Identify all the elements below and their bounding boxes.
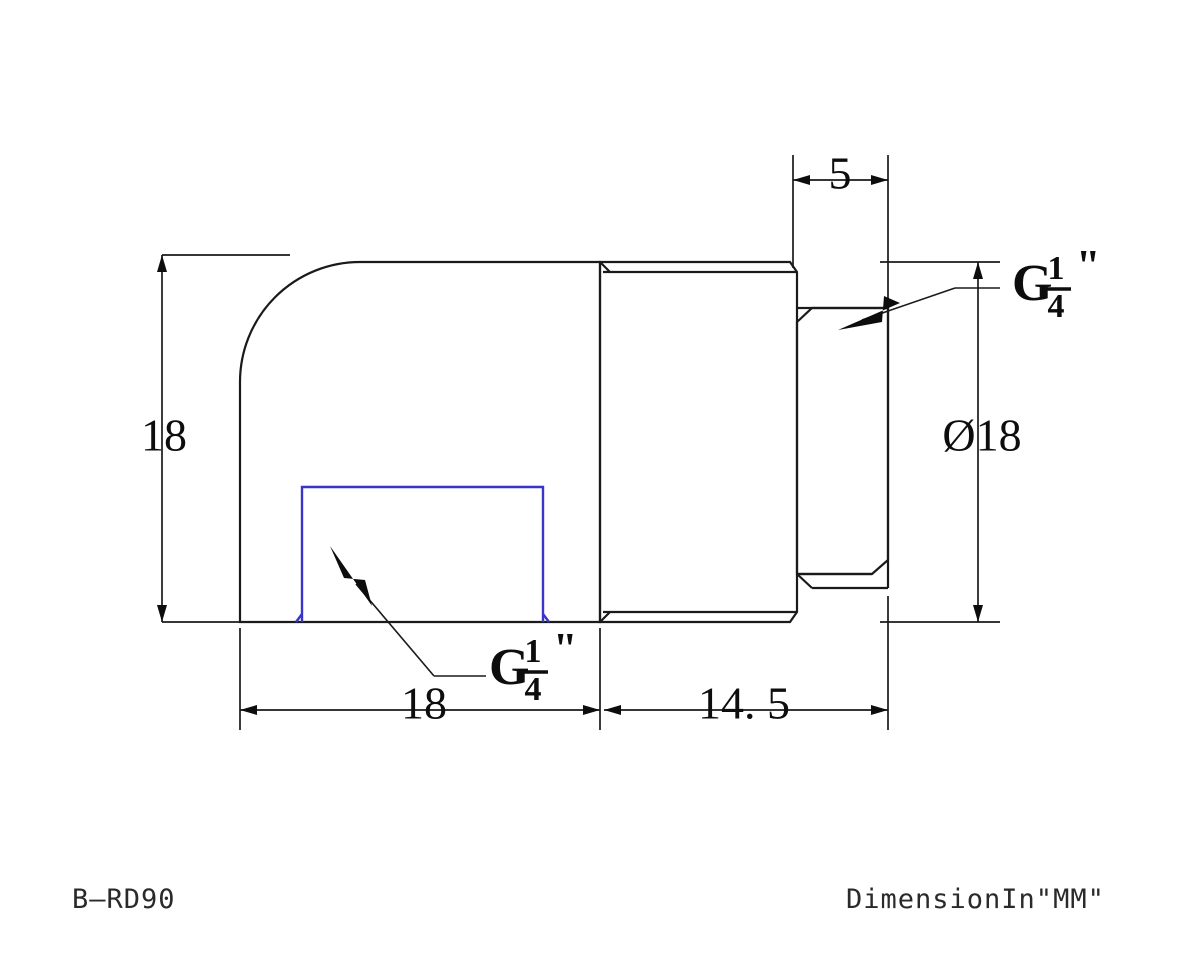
thread-label-bottom-denominator: 4 (525, 671, 542, 708)
internal-thread-bore (300, 485, 545, 622)
thread-label-bottom-numerator: 1 (525, 633, 542, 670)
leader-arrow-top (838, 296, 900, 330)
arrow-bottom-left-start (240, 705, 257, 715)
thread-label-bottom-prime: " (553, 624, 577, 673)
arrow-bottom-right-end (871, 705, 888, 715)
threaded-nipple-outline (795, 306, 890, 576)
arrow-top-left (793, 175, 810, 185)
arrow-right-bottom (973, 605, 983, 622)
hex-section-outline (598, 260, 799, 624)
arrow-bottom-right-start (604, 705, 621, 715)
part-number-label: B—RD90 (72, 884, 176, 915)
thread-label-top-denominator: 4 (1048, 288, 1065, 325)
arrow-right-top (973, 262, 983, 279)
units-note-label: DimensionIn"MM" (846, 884, 1105, 915)
dim-top-width-text: 5 (829, 148, 852, 199)
dim-left-height-text: 18 (141, 410, 187, 461)
thread-label-bottom-letter: G (489, 639, 529, 696)
dim-right-diameter-text: Ø18 (942, 410, 1021, 461)
nipple-chamfer-lower-left (796, 573, 813, 589)
thread-label-top-prime: " (1076, 241, 1100, 290)
arrow-bottom-left-end (583, 705, 600, 715)
arrow-left-bottom (157, 605, 167, 622)
thread-label-top-numerator: 1 (1048, 250, 1065, 287)
hex-section-left-chamfer-bottom (599, 611, 611, 623)
main-body-outline (238, 260, 602, 624)
hex-section-left-chamfer-top (599, 261, 611, 273)
bore-flare-right (542, 613, 550, 623)
bore-flare-left (295, 613, 303, 623)
dim-bottom-right-text: 14. 5 (698, 678, 790, 729)
dim-bottom-left-text: 18 (401, 678, 447, 729)
leader-arrow-bottom (330, 546, 372, 606)
arrow-top-right (871, 175, 888, 185)
arrow-left-top (157, 255, 167, 272)
thread-label-top-letter: G (1012, 255, 1052, 312)
